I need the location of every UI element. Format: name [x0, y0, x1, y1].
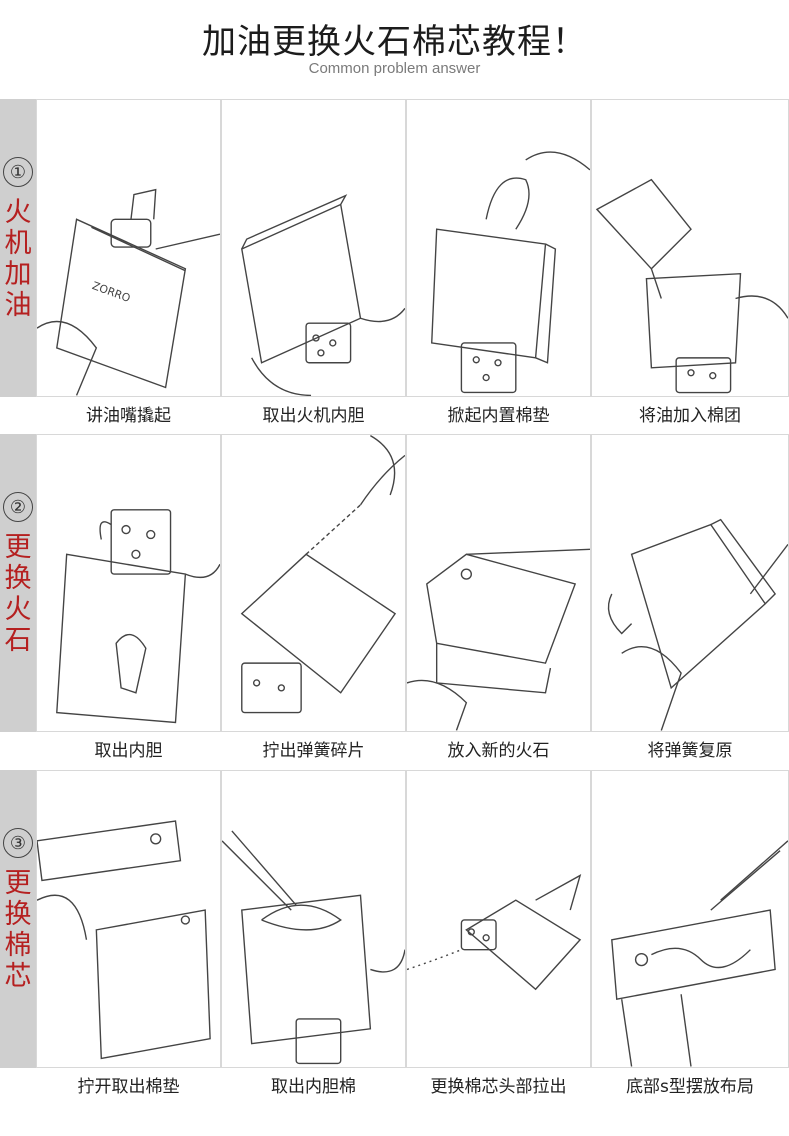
cotton-pad-icon [431, 151, 590, 394]
remove-pad-icon [37, 820, 211, 1060]
svg-text:ZORRO: ZORRO [90, 279, 132, 305]
step-caption: 掀起内置棉垫 [447, 406, 550, 426]
spring-screw-icon [240, 435, 405, 714]
step-image [406, 434, 591, 732]
flint-insert-icon [407, 548, 590, 731]
section-label: 更换火石 [4, 532, 32, 656]
s-shape-wick-icon [611, 840, 788, 1067]
step-image [591, 99, 789, 397]
step-image [36, 434, 221, 732]
step-number: ② [3, 492, 33, 522]
section-wick: ③ 更换棉芯 [0, 770, 789, 1136]
step-caption: 取出火机内胆 [262, 406, 365, 426]
step-caption: 更换棉芯头部拉出 [430, 1077, 567, 1097]
tweezers-cotton-icon [222, 830, 405, 1065]
step-image [36, 770, 221, 1068]
lighter-insert-icon [241, 194, 405, 396]
step-image [591, 434, 789, 732]
step-number: ③ [3, 828, 33, 858]
step-caption: 取出内胆 [94, 741, 163, 761]
step-caption: 拧开取出棉垫 [77, 1077, 180, 1097]
spring-restore-icon [607, 518, 788, 731]
lighter-fluid-can-icon: ZORRO [37, 188, 220, 396]
step-image: ZORRO [36, 99, 221, 397]
section-side-tab: ② 更换火石 [0, 434, 36, 732]
step-number: ① [3, 157, 33, 187]
refill-oil-icon [595, 178, 788, 394]
section-side-tab: ③ 更换棉芯 [0, 770, 36, 1068]
step-image [221, 99, 406, 397]
page-title: 加油更换火石棉芯教程！ [202, 22, 587, 62]
step-caption: 将油加入棉团 [639, 406, 741, 426]
section-label: 火机加油 [4, 197, 32, 321]
step-image [406, 770, 591, 1068]
step-image [221, 770, 406, 1068]
section-refuel: ① 火机加油 ZORRO [0, 99, 789, 433]
section-flint: ② 更换火石 [0, 434, 789, 768]
page-subtitle: Common problem answer [308, 60, 481, 77]
section-side-tab: ① 火机加油 [0, 99, 36, 397]
wick-pull-icon [407, 874, 582, 991]
lighter-case-icon [56, 509, 220, 724]
step-image [221, 434, 406, 732]
section-label: 更换棉芯 [4, 868, 32, 992]
step-caption: 底部s型摆放布局 [626, 1077, 754, 1097]
step-caption: 拧出弹簧碎片 [262, 741, 365, 761]
step-image [591, 770, 789, 1068]
step-caption: 取出内胆棉 [271, 1077, 356, 1097]
step-caption: 讲油嘴撬起 [86, 406, 171, 426]
step-caption: 将弹簧复原 [647, 741, 733, 761]
step-caption: 放入新的火石 [447, 741, 550, 761]
step-image [406, 99, 591, 397]
